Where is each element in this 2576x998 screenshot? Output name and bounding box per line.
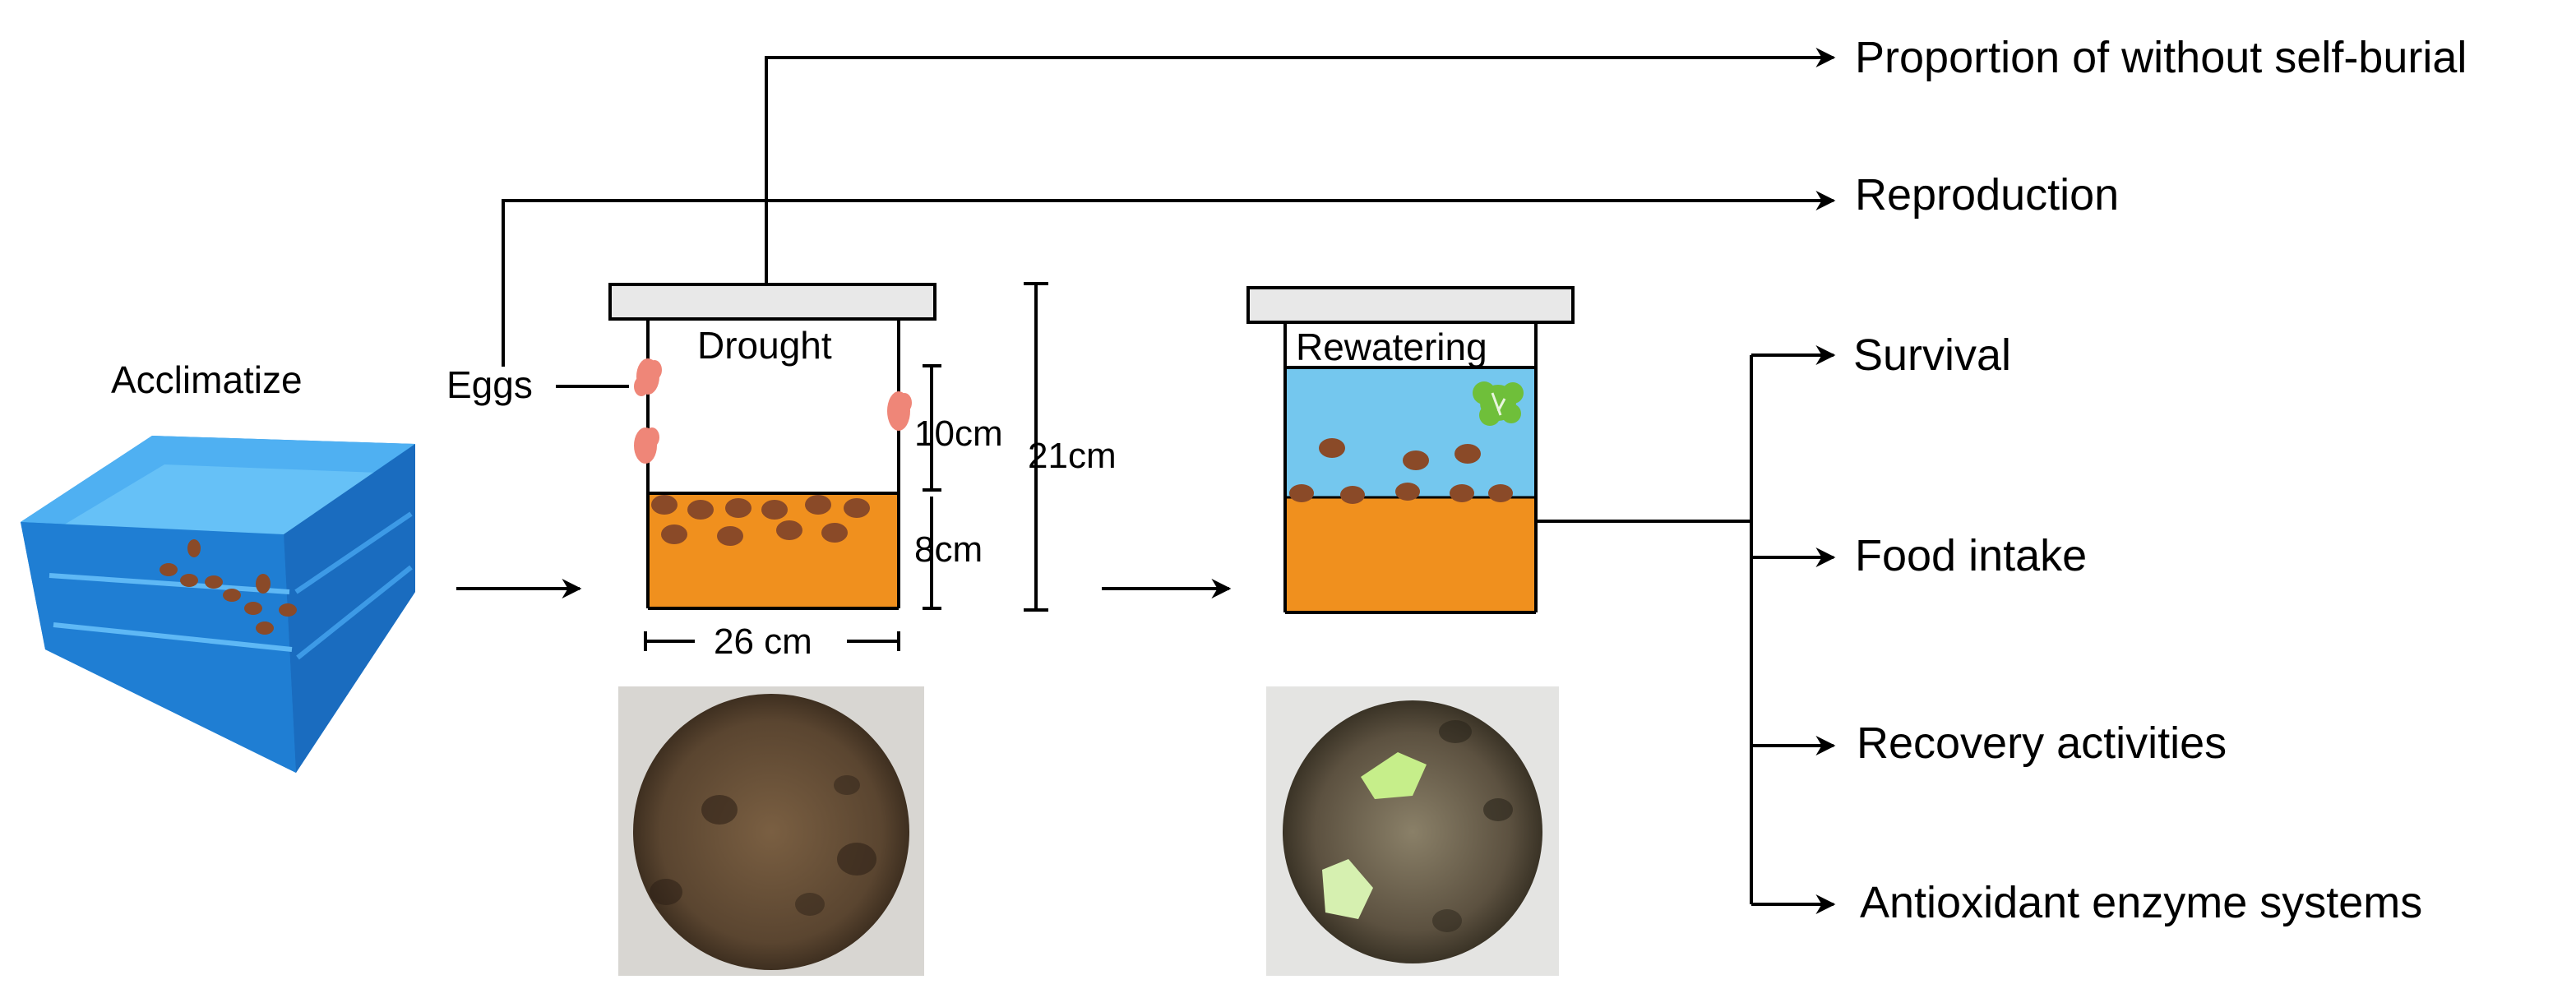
snail-icon bbox=[1450, 484, 1474, 502]
snail-icon bbox=[279, 603, 297, 617]
snail-icon bbox=[1454, 444, 1481, 464]
eggs-to-reproduction-line bbox=[502, 191, 1836, 367]
drought-photo bbox=[618, 686, 924, 976]
snail-icon bbox=[725, 498, 752, 518]
snail-icon bbox=[1403, 450, 1429, 470]
snail-icon bbox=[1340, 486, 1365, 504]
outcome-self-burial: Proportion of without self-burial bbox=[1855, 33, 2467, 82]
rewatering-soil bbox=[1285, 497, 1536, 612]
snail-icon bbox=[1289, 484, 1314, 502]
snail-icon bbox=[821, 523, 848, 543]
snail-icon bbox=[1488, 484, 1513, 502]
snail-icon bbox=[180, 574, 198, 587]
snail-icon bbox=[223, 589, 241, 602]
dimension-10cm bbox=[923, 364, 941, 492]
rewatering-photo bbox=[1266, 686, 1559, 976]
rewatering-label: Rewatering bbox=[1296, 326, 1487, 368]
snail-icon bbox=[761, 500, 788, 520]
snail-icon bbox=[256, 621, 274, 635]
lettuce-leaf-icon bbox=[1473, 381, 1524, 426]
outcome-recovery: Recovery activities bbox=[1857, 718, 2227, 768]
snail-icon bbox=[776, 520, 802, 540]
snail-icon bbox=[205, 575, 223, 589]
dim-26cm-label: 26 cm bbox=[714, 621, 812, 662]
dim-10cm-label: 10cm bbox=[914, 414, 1003, 454]
rewatering-snails bbox=[1289, 438, 1513, 504]
bin-snails bbox=[160, 539, 297, 635]
drought-lid bbox=[608, 283, 937, 321]
dimension-26cm bbox=[644, 631, 900, 651]
snail-icon bbox=[1319, 438, 1345, 458]
snail-icon bbox=[717, 526, 743, 546]
egg-cluster-icon bbox=[634, 358, 912, 464]
drought-to-self-burial-line bbox=[765, 48, 1836, 284]
snail-icon bbox=[256, 574, 271, 594]
drought-label: Drought bbox=[697, 324, 832, 367]
rewatering-lid bbox=[1246, 286, 1575, 324]
snail-icon bbox=[187, 539, 201, 557]
outcome-reproduction: Reproduction bbox=[1855, 170, 2119, 219]
dimension-21cm bbox=[1024, 282, 1048, 612]
snail-icon bbox=[687, 500, 714, 520]
snail-icon bbox=[844, 498, 870, 518]
snail-icon bbox=[805, 495, 831, 515]
snail-icon bbox=[160, 563, 178, 576]
drought-snails bbox=[651, 495, 870, 546]
dim-8cm-label: 8cm bbox=[914, 529, 983, 570]
snail-icon bbox=[1395, 483, 1420, 501]
outcome-survival: Survival bbox=[1853, 330, 2011, 380]
acclimatize-label: Acclimatize bbox=[111, 358, 303, 401]
snail-icon bbox=[244, 602, 262, 615]
snail-icon bbox=[661, 524, 687, 544]
dimension-8cm bbox=[923, 497, 941, 610]
eggs-label: Eggs bbox=[446, 363, 533, 406]
dim-21cm-label: 21cm bbox=[1028, 436, 1117, 476]
blue-plastic-bin-icon bbox=[21, 436, 415, 773]
outcome-food-intake: Food intake bbox=[1855, 531, 2087, 580]
snail-icon bbox=[651, 495, 678, 515]
outcome-antioxidant: Antioxidant enzyme systems bbox=[1860, 878, 2422, 927]
